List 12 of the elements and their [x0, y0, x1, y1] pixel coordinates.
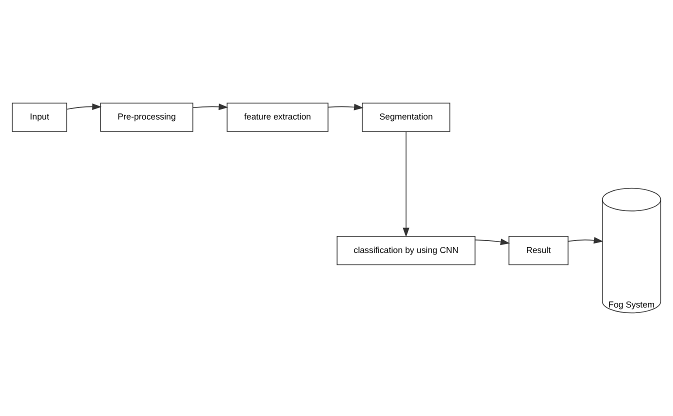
- node-box: Result: [508, 236, 568, 266]
- arrow: [66, 103, 102, 110]
- node-box: feature extraction: [226, 102, 328, 132]
- node-box: Pre-processing: [100, 102, 194, 132]
- node-box: classification by using CNN: [336, 236, 476, 266]
- arrow: [192, 104, 228, 110]
- node-box: Input: [12, 102, 68, 132]
- arrow: [474, 238, 510, 246]
- arrow: [402, 131, 410, 238]
- arrow: [328, 104, 364, 110]
- node-box: Segmentation: [362, 102, 450, 132]
- arrow: [568, 237, 604, 244]
